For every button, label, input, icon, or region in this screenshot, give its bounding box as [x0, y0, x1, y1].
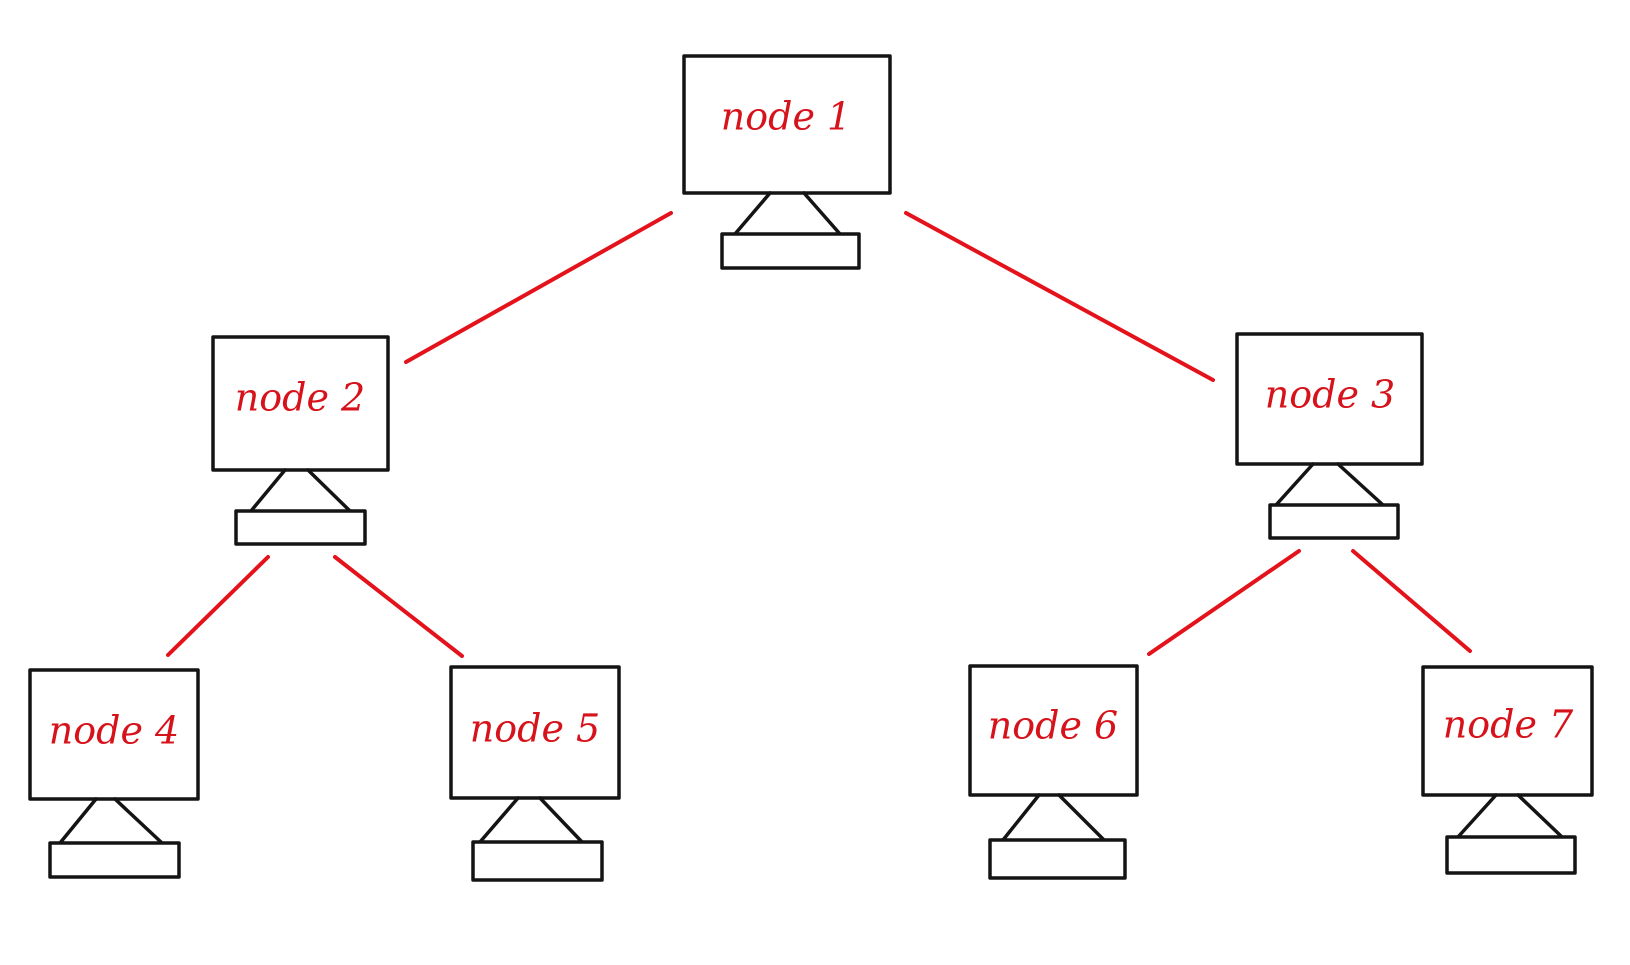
monitor-base [1268, 503, 1400, 540]
monitor-stand [249, 468, 352, 513]
edge-node3-node6 [1147, 549, 1301, 656]
monitor-screen [968, 664, 1139, 797]
node-1[interactable]: node 1 [682, 54, 892, 270]
node-2[interactable]: node 2 [211, 335, 390, 546]
node-label: node 7 [1443, 703, 1574, 747]
node-label: node 2 [235, 376, 365, 420]
monitor-base [471, 840, 604, 882]
edge-node1-node3 [904, 211, 1215, 382]
monitor-screen [682, 54, 892, 195]
edge-node2-node4 [166, 555, 270, 657]
monitor-stand [733, 191, 842, 236]
monitor-base [1445, 835, 1577, 875]
monitor-base [988, 838, 1127, 880]
edge-node2-node5 [333, 555, 464, 658]
monitor-screen [1235, 332, 1424, 466]
node-label: node 6 [988, 704, 1118, 748]
node-3[interactable]: node 3 [1235, 332, 1424, 540]
monitor-stand [1001, 793, 1106, 842]
monitor-stand [478, 796, 584, 844]
node-label: node 3 [1265, 373, 1395, 417]
monitor-stand [1456, 793, 1564, 839]
node-5[interactable]: node 5 [449, 665, 621, 882]
monitor-stand [1274, 462, 1385, 507]
edge-node3-node7 [1351, 549, 1472, 653]
node-7[interactable]: node 7 [1421, 665, 1594, 875]
monitor-base [720, 232, 861, 270]
monitor-screen [1421, 665, 1594, 797]
monitor-screen [449, 665, 621, 800]
node-label: node 1 [721, 95, 851, 139]
monitor-stand [58, 797, 164, 845]
monitor-base [48, 841, 181, 879]
node-6[interactable]: node 6 [968, 664, 1139, 880]
node-label: node 4 [49, 709, 179, 753]
node-label: node 5 [470, 707, 600, 751]
node-4[interactable]: node 4 [28, 668, 200, 879]
monitor-base [234, 509, 367, 546]
edge-node1-node2 [404, 211, 673, 364]
edges [166, 211, 1472, 658]
monitor-screen [211, 335, 390, 472]
